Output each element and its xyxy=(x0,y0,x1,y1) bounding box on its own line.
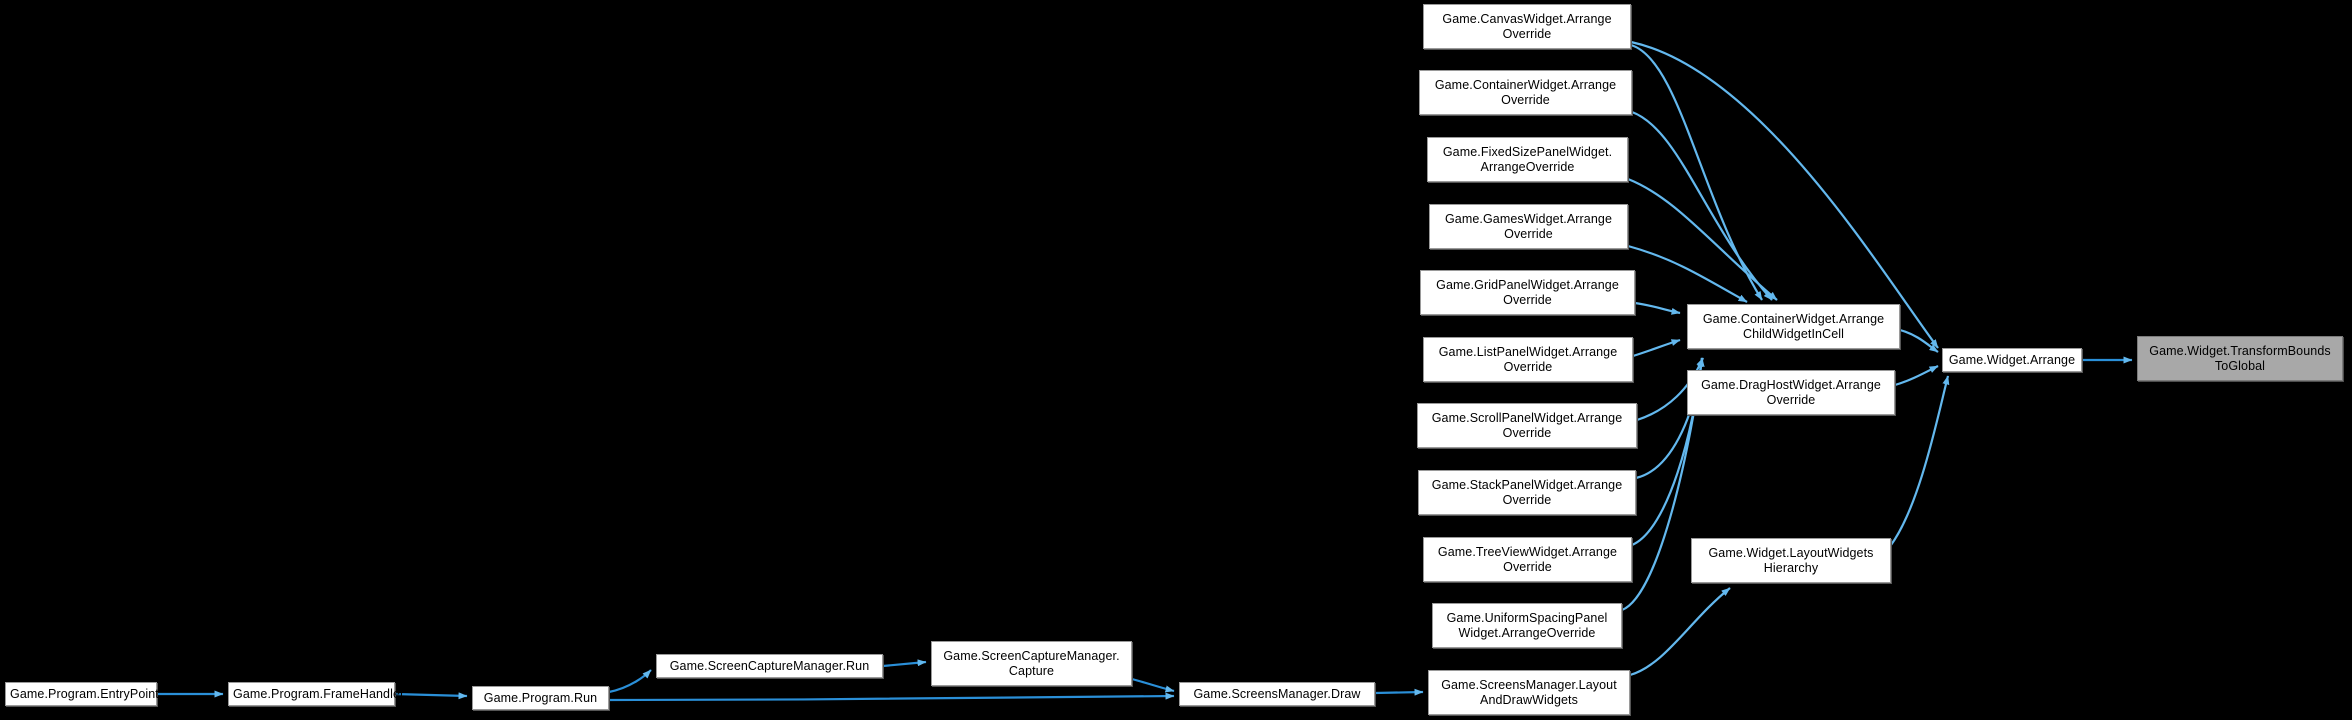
graph-node-label: Game.Widget.Arrange xyxy=(1948,352,2076,367)
graph-node-label: Game.ContainerWidget.Arrange Override xyxy=(1434,77,1617,107)
graph-node-capture_run[interactable]: Game.ScreenCaptureManager.Run xyxy=(656,654,883,678)
graph-node-label: Game.Program.FrameHandler xyxy=(233,686,405,701)
graph-node-label: Game.Widget.TransformBounds ToGlobal xyxy=(2149,343,2331,373)
graph-node-label: Game.DragHostWidget.Arrange Override xyxy=(1701,377,1881,407)
graph-node-label: Game.Widget.LayoutWidgets Hierarchy xyxy=(1708,545,1874,575)
graph-node-fixedsize_arrange[interactable]: Game.FixedSizePanelWidget. ArrangeOverri… xyxy=(1427,137,1628,182)
graph-node-canvas_arrange[interactable]: Game.CanvasWidget.Arrange Override xyxy=(1423,4,1631,49)
edge-group-to-widget-arrange xyxy=(1630,40,1950,546)
graph-node-layout_hierarchy[interactable]: Game.Widget.LayoutWidgets Hierarchy xyxy=(1691,538,1891,583)
graph-node-program_framehandler[interactable]: Game.Program.FrameHandler xyxy=(228,682,405,706)
graph-node-label: Game.ScreenCaptureManager. Capture xyxy=(943,648,1120,678)
graph-node-widget_arrange[interactable]: Game.Widget.Arrange xyxy=(1942,348,2082,372)
graph-node-treeview_arrange[interactable]: Game.TreeViewWidget.Arrange Override xyxy=(1423,537,1632,582)
graph-node-label: Game.FixedSizePanelWidget. ArrangeOverri… xyxy=(1442,144,1613,174)
graph-node-capture_capture[interactable]: Game.ScreenCaptureManager. Capture xyxy=(931,641,1132,686)
edge-capture-to-screens-draw xyxy=(1131,677,1175,693)
graph-node-container_childincell[interactable]: Game.ContainerWidget.Arrange ChildWidget… xyxy=(1687,304,1900,349)
edge-listpanel-to-childincell xyxy=(1632,338,1681,358)
edge-screens-draw-to-layoutdraw xyxy=(1374,688,1424,696)
edge-group-bottom-chain xyxy=(157,659,1424,702)
edge-container-to-childincell xyxy=(1631,110,1773,301)
graph-node-stackpanel_arrange[interactable]: Game.StackPanelWidget.Arrange Override xyxy=(1418,470,1636,515)
graph-node-label: Game.ScreensManager.Draw xyxy=(1193,686,1361,701)
edge-fixedsize-to-childincell xyxy=(1627,177,1778,301)
graph-node-label: Game.ScrollPanelWidget.Arrange Override xyxy=(1431,410,1623,440)
graph-node-label: Game.GridPanelWidget.Arrange Override xyxy=(1436,277,1619,307)
edge-canvas-to-widget-arrange xyxy=(1630,40,1939,349)
graph-node-label: Game.ListPanelWidget.Arrange Override xyxy=(1438,344,1618,374)
graph-node-label: Game.ScreensManager.Layout AndDrawWidget… xyxy=(1441,677,1617,707)
graph-node-gridpanel_arrange[interactable]: Game.GridPanelWidget.Arrange Override xyxy=(1420,270,1635,315)
edge-run-to-capture-run xyxy=(608,669,652,694)
edge-games-to-childincell xyxy=(1627,244,1748,303)
graph-node-program_run[interactable]: Game.Program.Run xyxy=(472,686,609,710)
graph-node-program_entrypoint[interactable]: Game.Program.EntryPoint xyxy=(5,682,159,706)
graph-node-label: Game.GamesWidget.Arrange Override xyxy=(1444,211,1613,241)
graph-node-transform_bounds[interactable]: Game.Widget.TransformBounds ToGlobal xyxy=(2137,336,2343,381)
graph-node-label: Game.StackPanelWidget.Arrange Override xyxy=(1431,477,1623,507)
edge-run-to-screens-draw xyxy=(608,692,1175,702)
graph-node-label: Game.Program.EntryPoint xyxy=(10,686,159,701)
graph-node-screens_layoutdraw[interactable]: Game.ScreensManager.Layout AndDrawWidget… xyxy=(1428,670,1630,715)
edge-framehandler-to-run xyxy=(394,692,468,700)
graph-node-screens_draw[interactable]: Game.ScreensManager.Draw xyxy=(1179,682,1375,706)
graph-node-listpanel_arrange[interactable]: Game.ListPanelWidget.Arrange Override xyxy=(1423,337,1633,382)
graph-node-draghost_arrange[interactable]: Game.DragHostWidget.Arrange Override xyxy=(1687,370,1895,415)
graph-node-label: Game.TreeViewWidget.Arrange Override xyxy=(1437,544,1618,574)
graph-node-label: Game.UniformSpacingPanel Widget.ArrangeO… xyxy=(1446,610,1608,640)
graph-node-label: Game.CanvasWidget.Arrange Override xyxy=(1442,11,1612,41)
graph-node-games_arrange[interactable]: Game.GamesWidget.Arrange Override xyxy=(1429,204,1628,249)
graph-node-scrollpanel_arrange[interactable]: Game.ScrollPanelWidget.Arrange Override xyxy=(1417,403,1637,448)
edge-gridpanel-to-childincell xyxy=(1634,301,1681,315)
graph-node-label: Game.ContainerWidget.Arrange ChildWidget… xyxy=(1702,311,1885,341)
graph-node-label: Game.Program.Run xyxy=(483,690,598,705)
edge-hierarchy-to-widget-arrange xyxy=(1890,375,1950,546)
edge-layoutdraw-to-hierarchy xyxy=(1629,587,1731,677)
graph-node-container_arrange[interactable]: Game.ContainerWidget.Arrange Override xyxy=(1419,70,1632,115)
graph-node-label: Game.ScreenCaptureManager.Run xyxy=(669,658,870,673)
graph-node-uniform_arrange[interactable]: Game.UniformSpacingPanel Widget.ArrangeO… xyxy=(1432,603,1622,648)
edge-childincell-to-widget-arrange xyxy=(1899,328,1939,353)
edge-draghost-to-widget-arrange xyxy=(1894,365,1939,387)
edge-capture-run-to-capture xyxy=(882,659,927,668)
